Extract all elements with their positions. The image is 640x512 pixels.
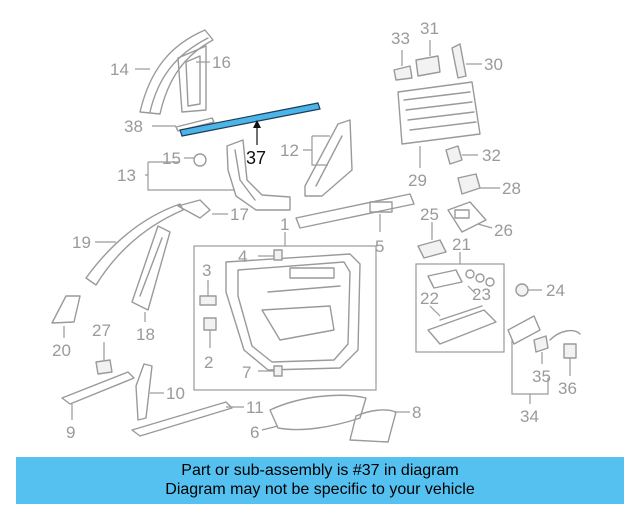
part-8-cover bbox=[349, 409, 397, 443]
part-1-door-panel bbox=[225, 253, 361, 371]
part-34-handle bbox=[507, 315, 541, 345]
callout-8: 8 bbox=[412, 403, 421, 422]
part-38-strip bbox=[175, 117, 215, 132]
part-29-sunshade bbox=[397, 81, 481, 145]
part-9-trim bbox=[61, 371, 135, 405]
callout-29: 29 bbox=[408, 171, 427, 190]
callout-27: 27 bbox=[92, 321, 111, 340]
callout-38: 38 bbox=[124, 117, 143, 136]
part-12-pillar-trim bbox=[304, 119, 353, 197]
part-11-sill-strip bbox=[131, 401, 233, 437]
callout-6: 6 bbox=[250, 423, 259, 442]
callout-13: 13 bbox=[117, 166, 136, 185]
callout-labels: 1 2 3 4 5 6 7 8 9 10 11 12 13 14 15 16 1… bbox=[52, 19, 577, 442]
callout-19: 19 bbox=[72, 233, 91, 252]
parts-diagram: 1 2 3 4 5 6 7 8 9 10 11 12 13 14 15 16 1… bbox=[51, 19, 581, 443]
callout-14: 14 bbox=[110, 60, 129, 79]
callout-20: 20 bbox=[52, 341, 71, 360]
callout-2: 2 bbox=[204, 353, 213, 372]
callout-15: 15 bbox=[162, 149, 181, 168]
callout-24: 24 bbox=[546, 281, 565, 300]
part-21-assembly bbox=[427, 269, 497, 345]
part-14-pillar-trim bbox=[139, 29, 214, 115]
callout-34: 34 bbox=[520, 407, 539, 426]
part-4-fastener bbox=[273, 249, 283, 261]
part-35-clip bbox=[533, 335, 549, 353]
part-19-pillar-trim bbox=[85, 203, 184, 286]
part-36-connector bbox=[563, 343, 577, 359]
part-15-clip bbox=[193, 153, 207, 167]
callout-22: 22 bbox=[420, 289, 439, 308]
banner-line-1: Part or sub-assembly is #37 in diagram bbox=[181, 462, 459, 479]
part-17-clip bbox=[177, 199, 211, 219]
part-3-clip bbox=[199, 295, 217, 306]
callout-1: 1 bbox=[280, 215, 289, 234]
part-6-armrest bbox=[269, 394, 367, 431]
callout-7: 7 bbox=[242, 363, 251, 382]
callout-31: 31 bbox=[420, 19, 439, 38]
part-20-cover bbox=[51, 295, 81, 324]
callout-16: 16 bbox=[212, 53, 231, 72]
callout-37-highlighted: 37 bbox=[246, 148, 266, 168]
callout-30: 30 bbox=[484, 55, 503, 74]
part-24-grommet bbox=[515, 283, 529, 297]
callout-36: 36 bbox=[558, 379, 577, 398]
part-5-handle-trim bbox=[295, 193, 415, 229]
part-27-clip bbox=[95, 359, 113, 375]
info-banner: Part or sub-assembly is #37 in diagram D… bbox=[16, 457, 624, 504]
part-32-clip bbox=[445, 145, 463, 165]
part-2-cap bbox=[203, 317, 217, 331]
part-10-trim bbox=[135, 363, 153, 421]
callout-32: 32 bbox=[482, 146, 501, 165]
callout-17: 17 bbox=[230, 205, 249, 224]
callout-10: 10 bbox=[166, 384, 185, 403]
callout-26: 26 bbox=[494, 221, 513, 240]
part-26-switch-panel bbox=[447, 201, 487, 233]
callout-18: 18 bbox=[136, 325, 155, 344]
callout-35: 35 bbox=[532, 367, 551, 386]
callout-3: 3 bbox=[202, 261, 211, 280]
callout-9: 9 bbox=[66, 423, 75, 442]
arrow-37-head bbox=[253, 120, 261, 128]
callout-11: 11 bbox=[246, 398, 264, 417]
part-30-bracket bbox=[451, 43, 467, 79]
part-7-fastener bbox=[273, 365, 283, 377]
callout-21: 21 bbox=[452, 235, 471, 254]
part-13-pillar-lower bbox=[226, 139, 291, 211]
part-18-pillar-trim bbox=[131, 225, 171, 311]
callout-33: 33 bbox=[391, 29, 410, 48]
part-28-cover bbox=[457, 173, 481, 195]
part-37-weatherstrip-highlighted bbox=[179, 102, 321, 137]
banner-line-2: Diagram may not be specific to your vehi… bbox=[165, 481, 475, 498]
part-33-clip bbox=[393, 65, 413, 81]
callout-28: 28 bbox=[502, 179, 521, 198]
callout-4: 4 bbox=[238, 247, 247, 266]
part-25-switch bbox=[417, 239, 447, 259]
callout-25: 25 bbox=[420, 205, 439, 224]
callout-12: 12 bbox=[280, 141, 299, 160]
callout-23: 23 bbox=[472, 285, 491, 304]
callout-5: 5 bbox=[375, 237, 384, 256]
part-16-pillar-panel bbox=[177, 45, 207, 113]
part-31-bracket bbox=[415, 55, 441, 77]
part-36-cable bbox=[549, 329, 581, 341]
